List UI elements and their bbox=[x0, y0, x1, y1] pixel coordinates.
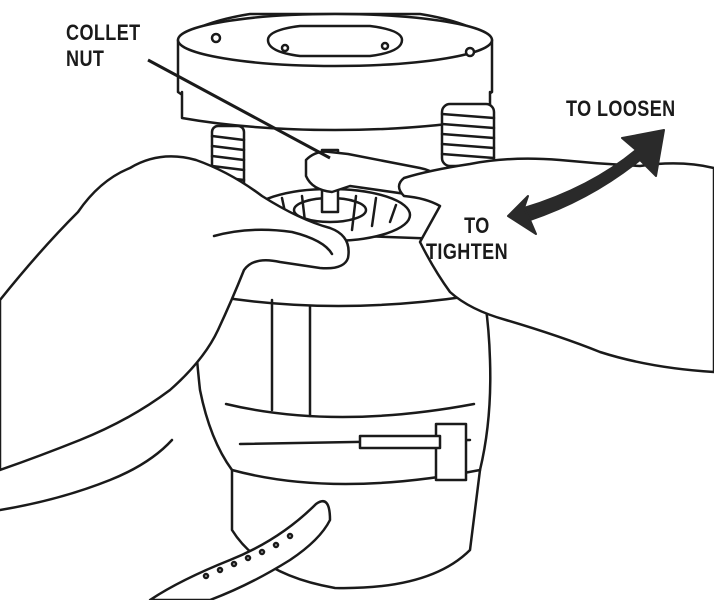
router-base-edge bbox=[0, 438, 174, 512]
left-hand-thumb bbox=[212, 228, 334, 256]
to-tighten-label: TO TIGHTEN bbox=[426, 213, 508, 265]
to-tighten-label-line2: TIGHTEN bbox=[426, 239, 509, 264]
collet-nut-label-line2: NUT bbox=[66, 46, 105, 71]
collet-nut-label: COLLET NUT bbox=[66, 20, 141, 72]
to-loosen-label: TO LOOSEN bbox=[566, 96, 676, 121]
power-cord-ridges bbox=[202, 532, 294, 580]
right-spring bbox=[440, 102, 496, 168]
collet-nut-label-line1: COLLET bbox=[66, 20, 141, 45]
to-tighten-label-line1: TO bbox=[464, 213, 490, 238]
collet-nut-leader bbox=[147, 58, 331, 160]
power-cord bbox=[148, 500, 332, 600]
right-hand bbox=[397, 157, 714, 374]
left-hand bbox=[0, 155, 350, 472]
router-base-plate bbox=[176, 12, 494, 114]
router-motor-body bbox=[192, 228, 492, 590]
rotation-arrow-icon bbox=[507, 129, 665, 235]
